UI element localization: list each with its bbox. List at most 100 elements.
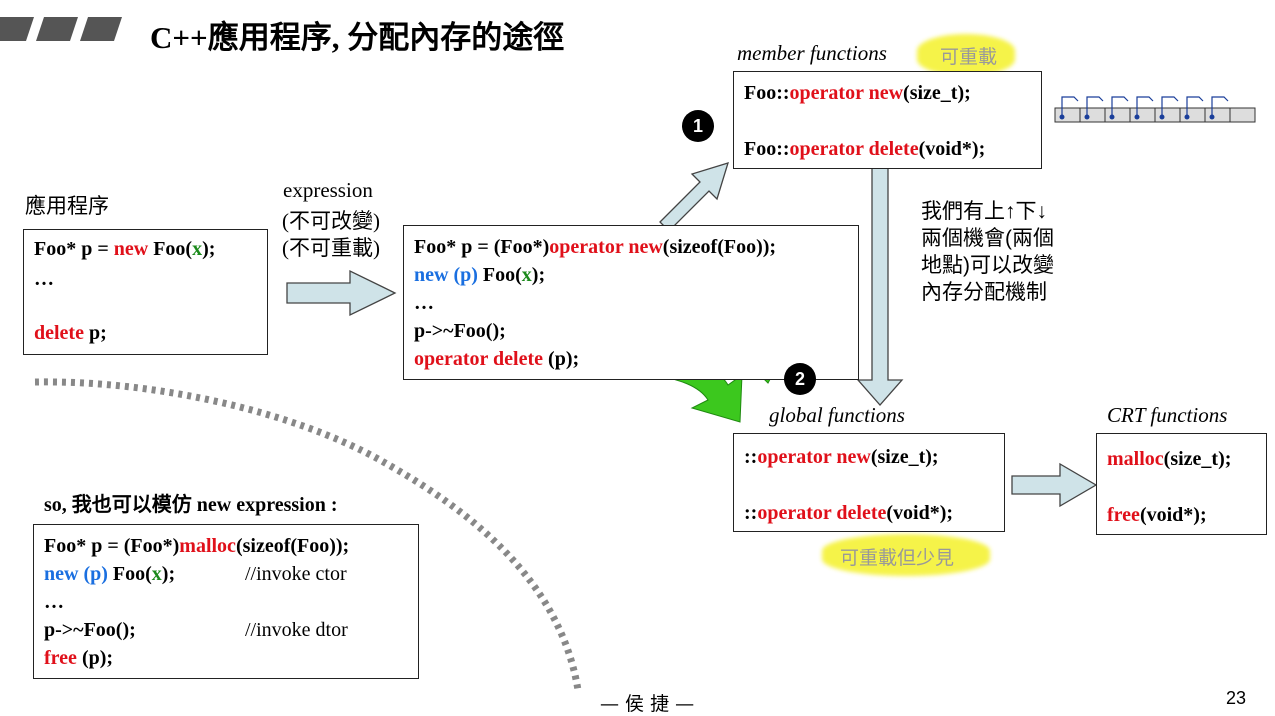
code-token: new — [113, 238, 149, 260]
ctor-comment: //invoke ctor — [245, 563, 347, 585]
code-token: operator new — [549, 236, 663, 258]
code-token: delete — [34, 322, 84, 344]
application-label: 應用程序 — [25, 195, 109, 218]
code-token: … — [34, 268, 54, 290]
code-line: new (p) Foo(x); — [414, 264, 545, 287]
note-line: 地點)可以改變 — [921, 254, 1054, 277]
arrow-up-to-member-icon — [659, 162, 729, 232]
arrow-down-to-global-icon — [856, 156, 904, 406]
dtor-comment: //invoke dtor — [245, 619, 348, 641]
note-line: 內存分配機制 — [921, 281, 1047, 304]
code-token: free — [1107, 504, 1140, 526]
code-token: ); — [531, 264, 546, 286]
member-overloadable-note: 可重載 — [940, 47, 998, 68]
code-token: Foo:: — [744, 82, 790, 104]
code-token: (void*); — [1139, 504, 1207, 526]
code-token: operator new — [757, 446, 871, 468]
page-number: 23 — [1226, 688, 1247, 708]
code-line: Foo* p = (Foo*)operator new(sizeof(Foo))… — [414, 236, 776, 259]
arrow-global-to-crt-icon — [1011, 462, 1098, 508]
code-line: delete p; — [34, 322, 107, 345]
code-token: (void*); — [886, 502, 954, 524]
member-functions-box: Foo::operator new(size_t); Foo::operator… — [733, 71, 1042, 169]
code-token: x — [151, 563, 162, 585]
code-token: x — [521, 264, 532, 286]
global-overloadable-note: 可重載但少見 — [840, 548, 955, 569]
code-token: new (p) — [44, 563, 108, 585]
expression-not-overloadable-note: (不可重載) — [282, 236, 380, 260]
code-line: operator delete (p); — [414, 348, 579, 371]
code-token: ); — [161, 563, 176, 585]
code-token: new (p) — [414, 264, 478, 286]
code-line: free(void*); — [1107, 504, 1207, 527]
code-token: free — [44, 647, 77, 669]
dotted-curve — [34, 378, 582, 691]
global-functions-label: global functions — [769, 403, 905, 427]
expression-expansion-box: Foo* p = (Foo*)operator new(sizeof(Foo))… — [403, 225, 859, 380]
code-token: operator delete — [414, 348, 544, 370]
page-title: C++應用程序, 分配內存的途徑 — [150, 20, 565, 55]
expression-immutable-note: (不可改變) — [282, 209, 380, 233]
code-line: ::operator delete(void*); — [744, 502, 953, 525]
code-line: Foo* p = (Foo*)malloc(sizeof(Foo)); — [44, 535, 349, 558]
code-token: Foo( — [477, 264, 522, 286]
code-token: p->~Foo(); — [414, 320, 506, 342]
code-token: operator delete — [789, 138, 919, 160]
code-token: (size_t); — [903, 82, 971, 104]
code-token: (p); — [543, 348, 580, 370]
member-functions-label: member functions — [737, 41, 887, 65]
highlight-global-note — [822, 534, 990, 576]
code-token: (sizeof(Foo)); — [235, 535, 350, 557]
note-line: 我們有上↑下↓ — [921, 200, 1047, 223]
code-token: p->~Foo(); — [44, 619, 136, 641]
code-line: p->~Foo(); — [414, 320, 506, 343]
expression-label: expression — [283, 178, 373, 202]
code-token: … — [414, 292, 434, 314]
code-token: operator delete — [757, 502, 887, 524]
badge-two-label: 2 — [794, 369, 805, 389]
mimic-label: so, 我也可以模仿 new expression : — [44, 494, 338, 516]
code-token: :: — [744, 446, 758, 468]
code-line: Foo::operator new(size_t); — [744, 82, 971, 105]
application-code-box: Foo* p = new Foo(x); … delete p; — [23, 229, 268, 355]
code-token: x — [192, 238, 203, 260]
code-line: p->~Foo(); — [44, 619, 136, 642]
code-token: Foo* p = (Foo*) — [44, 535, 180, 557]
code-token: (p); — [76, 647, 114, 669]
memory-strip-icon — [1054, 96, 1256, 123]
code-line: malloc(size_t); — [1107, 448, 1231, 471]
code-line: … — [44, 591, 64, 614]
mimic-code-box: Foo* p = (Foo*)malloc(sizeof(Foo)); new … — [33, 524, 419, 679]
badge-two: 2 — [784, 363, 816, 395]
code-token: Foo( — [148, 238, 193, 260]
header-bar-1 — [0, 17, 34, 41]
code-token: :: — [744, 502, 758, 524]
code-line: Foo::operator delete(void*); — [744, 138, 985, 161]
code-line: free (p); — [44, 647, 113, 670]
code-token: (size_t); — [1163, 448, 1232, 470]
code-token: (sizeof(Foo)); — [662, 236, 777, 258]
crt-functions-label: CRT functions — [1107, 403, 1228, 427]
code-line: … — [414, 292, 434, 315]
code-line: new (p) Foo(x); — [44, 563, 175, 586]
note-line: 兩個機會(兩個 — [921, 227, 1054, 250]
highlight-member-note — [917, 34, 1015, 76]
code-line: ::operator new(size_t); — [744, 446, 939, 469]
code-line: … — [34, 268, 54, 291]
code-token: p; — [83, 322, 107, 344]
code-token: operator new — [789, 82, 904, 104]
code-token: Foo:: — [744, 138, 790, 160]
header-bar-3 — [80, 17, 122, 41]
code-token: malloc — [179, 535, 236, 557]
footer-author: — 侯 捷 — — [600, 693, 695, 715]
code-line: Foo* p = new Foo(x); — [34, 238, 215, 261]
right-explanation-note: 我們有上↑下↓ 兩個機會(兩個 地點)可以改變 內存分配機制 — [921, 198, 1054, 306]
code-token: … — [44, 591, 64, 613]
code-token: Foo* p = — [34, 238, 114, 260]
arrow-app-to-expression-icon — [286, 269, 397, 317]
crt-functions-box: malloc(size_t); free(void*); — [1096, 433, 1267, 535]
badge-one-label: 1 — [692, 116, 703, 136]
code-token: malloc — [1107, 448, 1164, 470]
global-functions-box: ::operator new(size_t); ::operator delet… — [733, 433, 1005, 532]
code-token: (size_t); — [870, 446, 939, 468]
